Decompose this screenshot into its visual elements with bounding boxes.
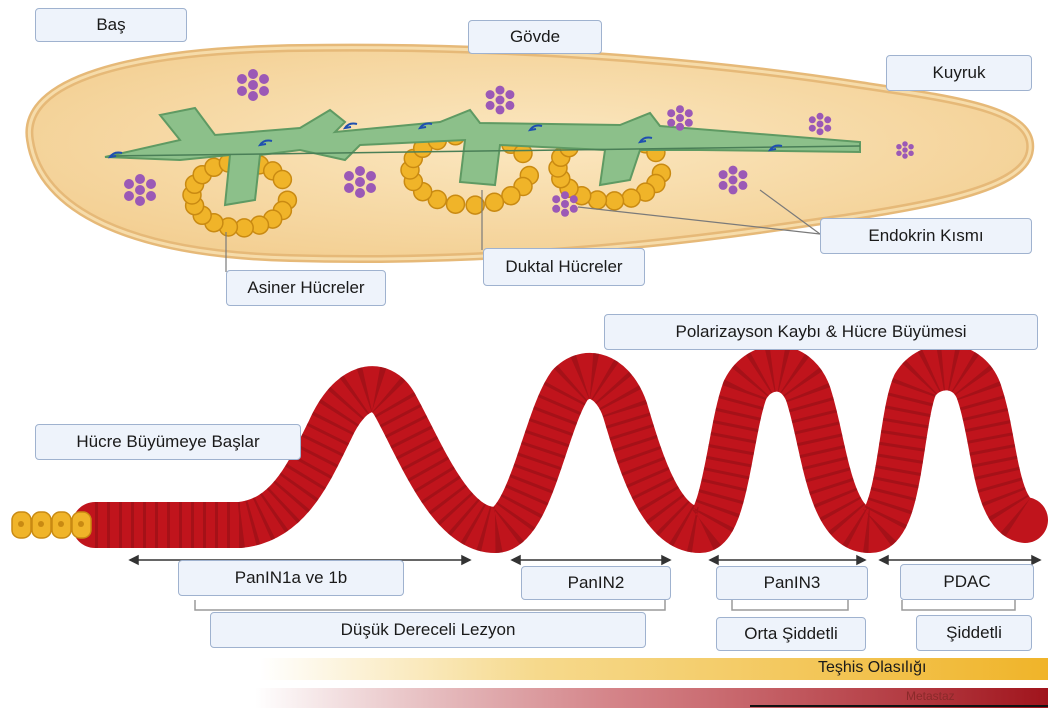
acinar-cell — [502, 187, 520, 205]
head-label: Baş — [35, 8, 187, 42]
stage-panin2-label: PanIN2 — [521, 566, 671, 600]
grade-low-label: Düşük Dereceli Lezyon — [210, 612, 646, 648]
acinar-cell — [485, 193, 503, 211]
acinar-cell — [447, 195, 465, 213]
grade-medium-label: Orta Şiddetli — [716, 617, 866, 651]
tail-label: Kuyruk — [886, 55, 1032, 91]
diagnosis-probability-text: Teşhis Olasılığı — [818, 659, 926, 677]
acinar-cell — [606, 192, 624, 210]
acinar-label: Asiner Hücreler — [226, 270, 386, 306]
acinar-cell — [273, 171, 291, 189]
body-label: Gövde — [468, 20, 602, 54]
grade-brackets — [195, 600, 1015, 610]
acinar-cell — [622, 189, 640, 207]
stage-panin3-label: PanIN3 — [716, 566, 868, 600]
ductal-label: Duktal Hücreler — [483, 248, 645, 286]
normal-epithelial-cells — [12, 512, 91, 538]
stage-panin1-label: PanIN1a ve 1b — [178, 560, 404, 596]
diagnosis-probability-bar — [260, 658, 1048, 680]
polarization-label: Polarizayson Kaybı & Hücre Büyümesi — [604, 314, 1038, 350]
grade-severe-label: Şiddetli — [916, 615, 1032, 651]
endocrine-label: Endokrin Kısmı — [820, 218, 1032, 254]
metastasis-text: Metastaz — [906, 689, 955, 703]
growth-start-label: Hücre Büyümeye Başlar — [35, 424, 301, 460]
stage-pdac-label: PDAC — [900, 564, 1034, 600]
